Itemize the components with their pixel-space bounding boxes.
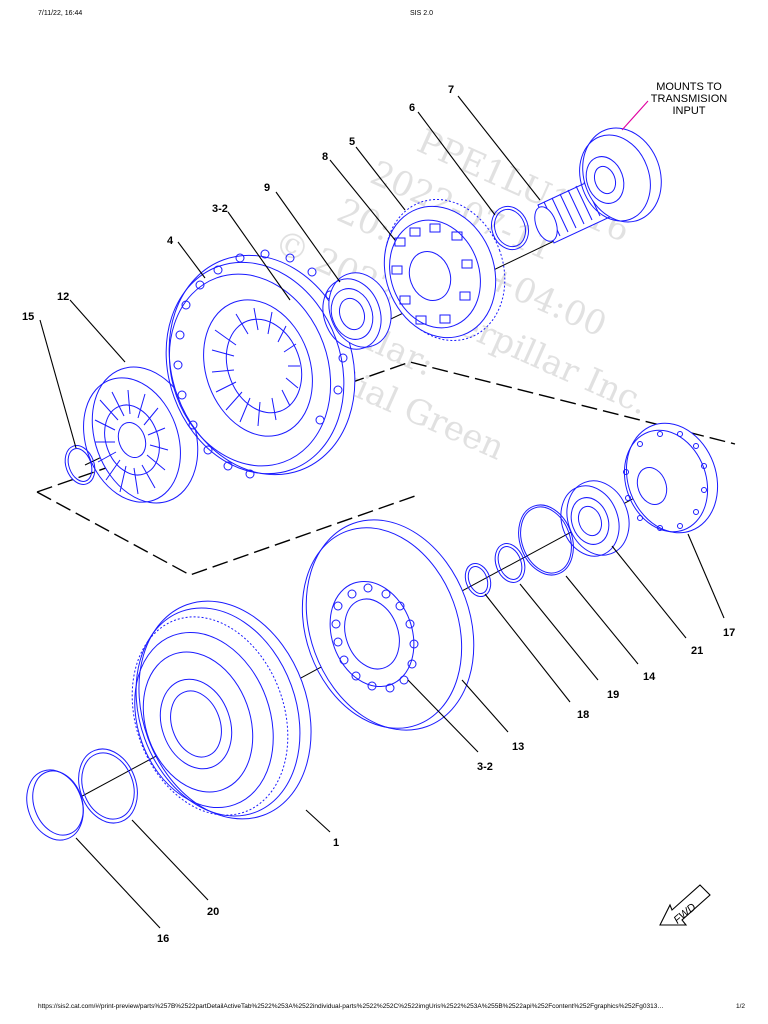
footer-url[interactable]: https://sis2.cat.com/#/print-preview/par… xyxy=(38,1003,664,1010)
part-4-pump-housing xyxy=(165,249,356,479)
header-title: SIS 2.0 xyxy=(410,10,433,17)
callout-6: 6 xyxy=(409,102,415,114)
part-7-input-shaft xyxy=(534,127,662,244)
callout-8: 8 xyxy=(322,151,328,163)
part-18-snap-ring xyxy=(464,563,492,597)
callout-14: 14 xyxy=(643,671,656,683)
callouts: 7 6 5 8 9 3-2 4 12 15 17 21 14 19 18 13 … xyxy=(22,84,735,945)
callout-4: 4 xyxy=(167,235,174,247)
mount-annotation-line3: INPUT xyxy=(673,105,706,117)
footer-page-number: 1/2 xyxy=(736,1003,746,1010)
part-6-ring xyxy=(490,205,530,251)
callout-19: 19 xyxy=(607,689,619,701)
mount-annotation-line2: TRANSMISION xyxy=(651,93,727,105)
part-13-cover-plate xyxy=(301,519,475,731)
callout-15: 15 xyxy=(22,311,34,323)
part-12-turbine xyxy=(83,366,199,504)
part-15-snap-ring xyxy=(64,445,96,485)
part-5-gear xyxy=(383,198,506,342)
callout-12: 12 xyxy=(57,291,69,303)
mount-annotation-line1: MOUNTS TO xyxy=(656,81,722,93)
callout-9: 9 xyxy=(264,182,270,194)
fwd-direction-arrow: FWD xyxy=(659,884,711,927)
callout-17: 17 xyxy=(723,627,735,639)
callout-18: 18 xyxy=(577,709,589,721)
callout-16: 16 xyxy=(157,933,169,945)
callout-3-2-top: 3-2 xyxy=(212,203,228,215)
mount-annotation: MOUNTS TO TRANSMISION INPUT xyxy=(651,81,727,117)
part-17-hub-flange xyxy=(623,422,719,534)
mount-annotation-leader xyxy=(621,100,649,131)
callout-3-2-bottom: 3-2 xyxy=(477,761,493,773)
callout-5: 5 xyxy=(349,136,355,148)
callout-1: 1 xyxy=(333,837,339,849)
part-1-converter-housing xyxy=(131,600,312,820)
part-21-bearing xyxy=(560,480,630,557)
part-9-bearing xyxy=(322,272,392,350)
header-datetime: 7/11/22, 16:44 xyxy=(38,10,83,17)
callout-7: 7 xyxy=(448,84,454,96)
part-8-bolts xyxy=(391,223,473,325)
leader-lines xyxy=(39,95,725,929)
part-20-ring xyxy=(78,748,138,824)
part-19-ring xyxy=(494,543,526,583)
part-3-2-bolts-lower xyxy=(331,583,419,693)
divider-dashed-line xyxy=(36,361,736,576)
part-16-cover xyxy=(26,769,84,841)
callout-21: 21 xyxy=(691,645,703,657)
callout-20: 20 xyxy=(207,906,219,918)
callout-13: 13 xyxy=(512,741,524,753)
